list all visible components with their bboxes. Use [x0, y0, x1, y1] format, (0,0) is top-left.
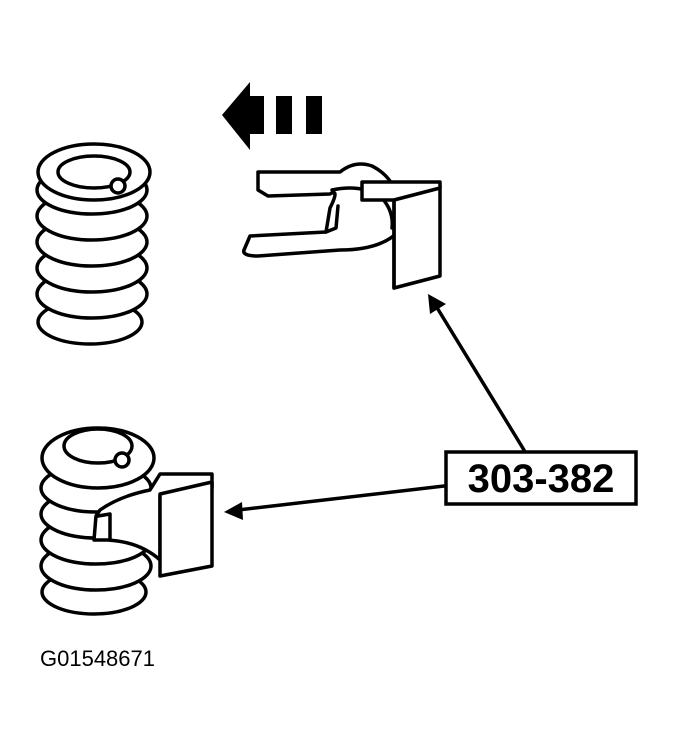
tool-number-callout: 303-382	[444, 450, 638, 506]
lower-spring-tool	[92, 472, 214, 578]
figure-id: G01548671	[40, 646, 155, 671]
motion-arrow-icon	[222, 82, 322, 150]
upper-spring-tool	[242, 162, 442, 290]
lower-leader-arrow	[224, 484, 446, 520]
tool-number-label: 303-382	[468, 457, 615, 501]
upper-leader-arrow	[428, 294, 526, 452]
upper-coil-spring	[35, 142, 152, 346]
